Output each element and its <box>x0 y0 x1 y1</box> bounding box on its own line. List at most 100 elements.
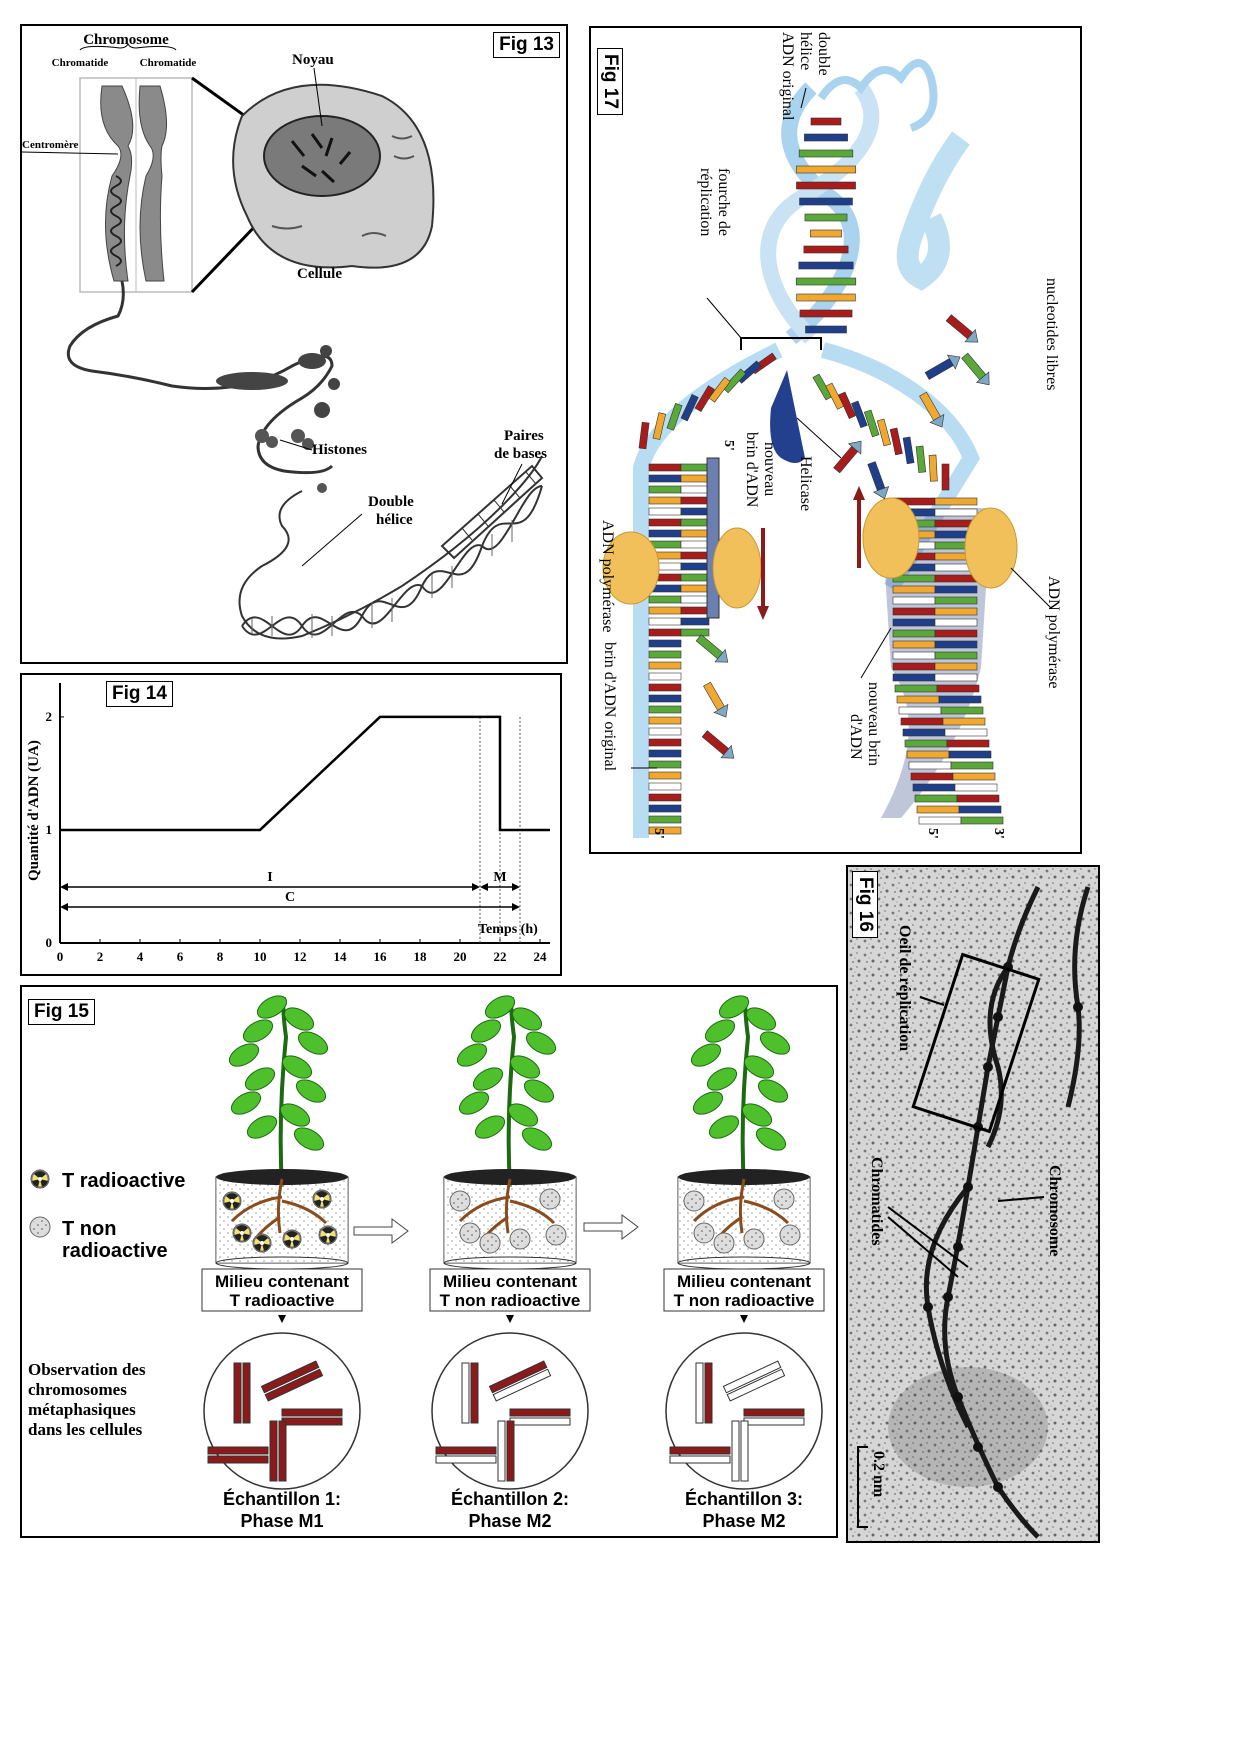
right-new-base <box>910 772 954 781</box>
strand-ends: 5' 5' 5' 3' <box>651 440 1006 839</box>
chromatid-a <box>242 1362 251 1424</box>
right-original-base <box>934 651 978 660</box>
chart-ylabel: Quantité d'ADN (UA) <box>26 740 42 881</box>
fork-base-right <box>825 382 845 410</box>
right-original-base <box>946 739 990 748</box>
sample-label-line-1: Échantillon 1: <box>223 1488 341 1509</box>
left-original-base <box>648 529 682 538</box>
right-new-base <box>904 739 948 748</box>
nucleotide-base <box>924 358 954 380</box>
chromosome-brace <box>79 42 177 51</box>
plant-leaf <box>509 1055 541 1079</box>
plant-leaf <box>458 1091 490 1115</box>
chart-y-tick-label: 0 <box>46 935 53 950</box>
label-brin-original: brin d'ADN original <box>601 642 618 772</box>
left-original-base <box>648 815 682 824</box>
nucleus-chromosomes <box>290 133 352 184</box>
cell-organelles <box>271 135 415 237</box>
chromatid-a <box>669 1446 731 1455</box>
medium-label-line-1: Milieu contenant <box>215 1272 349 1291</box>
left-original-base <box>648 683 682 692</box>
fig14-tag: Fig 14 <box>106 681 173 707</box>
label-chromatide-left: Chromatide <box>52 57 109 69</box>
left-original-base <box>648 595 682 604</box>
label-nouveau-left-1: nouveau <box>761 442 778 496</box>
plant-leaf <box>757 1079 789 1103</box>
right-original-base <box>934 607 978 616</box>
nucleotide-phosphate <box>720 744 735 759</box>
sample-label-line-1: Échantillon 3: <box>685 1488 803 1509</box>
fig17-panel: double hélice ADN original fourche de ré… <box>589 26 1082 854</box>
left-new-base <box>680 463 710 472</box>
noyau-pointer <box>313 67 323 127</box>
right-original-base <box>960 816 1004 825</box>
chromatid-a <box>435 1446 497 1455</box>
chromatid-b <box>435 1455 497 1464</box>
label-nouveau-left-2: brin d'ADN <box>743 432 760 508</box>
fork-base-right <box>876 418 892 447</box>
chromatid-a <box>207 1446 269 1455</box>
left-original-base <box>648 760 682 769</box>
chromatid-b <box>695 1362 704 1424</box>
fork-base-right <box>941 463 950 491</box>
plant-leaf <box>472 1067 504 1091</box>
nucleotide-phosphate <box>713 703 729 718</box>
plant-leaf <box>244 1067 276 1091</box>
radioactive-thymidine-icon <box>252 1233 272 1253</box>
chart-x-tick-label: 0 <box>57 949 64 964</box>
arrow-down-left-head <box>757 606 769 620</box>
right-original-base <box>934 662 978 671</box>
nonradioactive-thymidine-icon <box>545 1224 567 1246</box>
chromatid-b <box>264 1368 324 1402</box>
radioactive-thymidine-icon <box>312 1189 332 1209</box>
legend-radioactive-label: T radioactive <box>62 1170 185 1192</box>
nucleotide-phosphate <box>714 648 729 663</box>
legend-radioactive-icon <box>30 1169 50 1189</box>
nucleotide-base <box>833 445 859 474</box>
fork-base-left <box>694 385 715 413</box>
left-original-base <box>648 749 682 758</box>
radioactive-thymidine-icon <box>318 1225 338 1245</box>
down-arrow <box>740 1315 748 1323</box>
chromatid-a <box>281 1408 343 1417</box>
pot-rim <box>444 1169 576 1185</box>
right-original-base <box>934 574 978 583</box>
sample-label-line-2: Phase M1 <box>240 1511 323 1531</box>
nucleotide-phosphate <box>847 440 862 455</box>
medium-label-box <box>429 1268 591 1312</box>
chromatid-b <box>497 1420 506 1482</box>
fork-base-right <box>851 400 868 429</box>
plant-leaf <box>743 1055 775 1079</box>
base-pair-ladder <box>440 464 544 560</box>
chart-y-tick-label: 1 <box>46 822 53 837</box>
free-nucleotide <box>833 440 862 474</box>
nucleotide-pair <box>795 277 857 286</box>
observation-line-1: Observation des <box>28 1360 146 1379</box>
pot-fill <box>444 1177 576 1263</box>
nonradioactive-thymidine-icon <box>773 1188 795 1210</box>
chromatid-coil <box>110 175 122 267</box>
chart-x-tick-label: 4 <box>137 949 144 964</box>
nucleotide-pair <box>799 197 853 206</box>
nucleotide-base <box>701 730 730 756</box>
plant-leaf <box>281 1055 313 1079</box>
left-original-base <box>648 716 682 725</box>
chromatid-b <box>269 1420 278 1482</box>
free-nucleotide <box>961 352 990 386</box>
nucleotide-phosphate <box>929 413 945 428</box>
right-new-base <box>896 695 940 704</box>
metaphase-chromosome <box>722 1360 786 1402</box>
fork-base-right <box>863 409 880 438</box>
left-new-base <box>680 628 710 637</box>
right-new-base <box>892 629 936 638</box>
right-new-base <box>892 673 936 682</box>
sample-label-line-2: Phase M2 <box>468 1511 551 1531</box>
right-new-base <box>898 706 942 715</box>
label-adn-original: ADN original <box>779 32 796 121</box>
fork-base-right <box>915 445 927 473</box>
nucleotide-phosphate <box>964 328 979 343</box>
nucleotide-pair <box>810 117 842 126</box>
medium-label-box <box>201 1268 363 1312</box>
fig13-illustration: Chromosome Chromatide Chromatide Centrom… <box>21 32 547 640</box>
